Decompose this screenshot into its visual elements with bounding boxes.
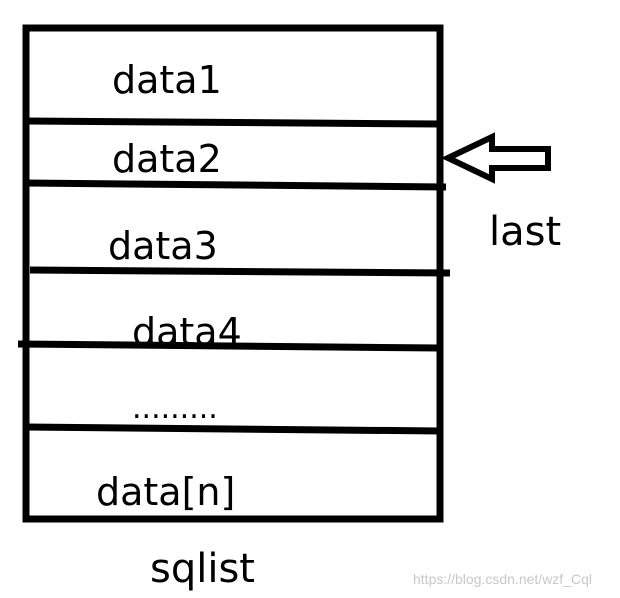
divider-line: [17, 340, 441, 352]
divider-line: [25, 423, 441, 435]
cell-label-data4: data4: [132, 310, 242, 354]
diagram-caption: sqlist: [150, 546, 255, 592]
watermark-text: https://blog.csdn.net/wzf_Cql: [413, 571, 592, 587]
cell-label-ellipsis: .........: [132, 391, 218, 426]
divider-line: [29, 266, 451, 277]
cell-label-data3: data3: [108, 224, 218, 268]
left-arrow-icon: [441, 132, 551, 184]
cell-label-data1: data1: [112, 58, 222, 102]
cell-label-data2: data2: [112, 137, 222, 181]
divider-line: [25, 117, 441, 128]
divider-line: [25, 179, 447, 191]
cell-label-datan: data[n]: [96, 470, 235, 514]
pointer-label-last: last: [489, 209, 561, 255]
